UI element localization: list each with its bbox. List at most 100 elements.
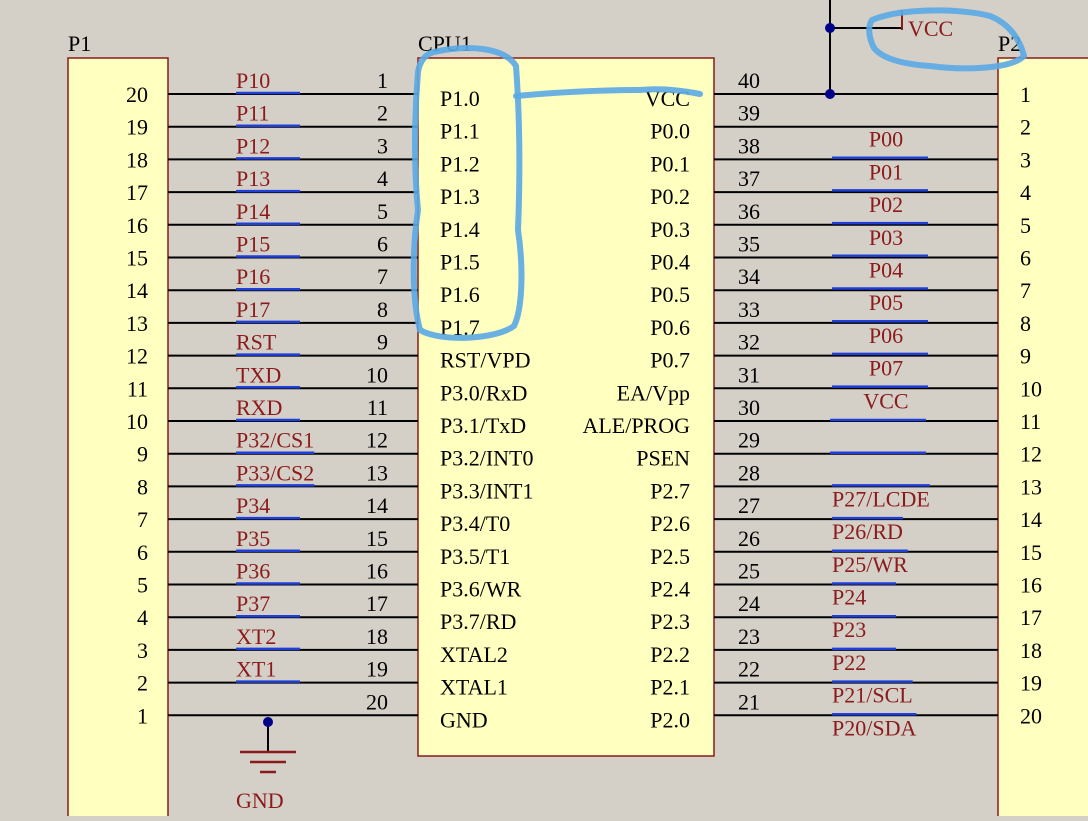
net-label[interactable]: P10: [236, 68, 270, 93]
net-label[interactable]: P13: [236, 166, 270, 191]
cpu-pin-name: P3.3/INT1: [440, 478, 534, 503]
p2-pin-number: 12: [1020, 442, 1042, 467]
cpu-pin-number: 23: [738, 624, 760, 649]
net-label[interactable]: P14: [236, 199, 270, 224]
gnd-symbol: GND: [236, 717, 296, 813]
net-label[interactable]: RST: [236, 330, 277, 355]
net-label[interactable]: P06: [869, 323, 903, 348]
cpu-pin-name: P1.6: [440, 282, 480, 307]
cpu-pin-name: P1.5: [440, 250, 480, 275]
cpu-pin-name: P1.3: [440, 184, 480, 209]
p1-pin-number: 2: [137, 671, 148, 696]
cpu-pin-number: 14: [366, 493, 388, 518]
p2-pin-number: 18: [1020, 638, 1042, 663]
net-label[interactable]: P36: [236, 559, 270, 584]
cpu-pin-name: P0.5: [650, 282, 690, 307]
cpu-pin-name: P2.0: [650, 707, 690, 732]
cpu-pin-name: P3.7/RD: [440, 609, 516, 634]
net-label[interactable]: P01: [869, 159, 903, 184]
p2-pin-number: 14: [1020, 507, 1042, 532]
net-label[interactable]: TXD: [236, 362, 281, 387]
net-label[interactable]: P21/SCL: [832, 683, 913, 708]
p2-pin-number: 13: [1020, 474, 1042, 499]
net-label[interactable]: P03: [869, 225, 903, 250]
cpu-pin-number: 34: [738, 264, 760, 289]
p1-pin-number: 11: [127, 376, 148, 401]
p2-pin-number: 15: [1020, 540, 1042, 565]
cpu-pin-number: 24: [738, 591, 760, 616]
net-label[interactable]: P16: [236, 264, 270, 289]
p2-pin-number: 3: [1020, 147, 1031, 172]
cpu-pin-name: P2.7: [650, 478, 690, 503]
net-label[interactable]: P37: [236, 591, 270, 616]
net-label[interactable]: P04: [869, 258, 903, 283]
net-label[interactable]: P02: [869, 192, 903, 217]
cpu-pin-number: 11: [367, 395, 388, 420]
cpu-pin-number: 20: [366, 689, 388, 714]
cpu-pin-number: 5: [377, 199, 388, 224]
wires: [168, 93, 998, 717]
cpu-pin-number: 39: [738, 101, 760, 126]
cpu-pin-number: 18: [366, 624, 388, 649]
net-label[interactable]: P27/LCDE: [832, 486, 930, 511]
cpu-pin-name: P1.2: [440, 151, 480, 176]
cpu-pin-number: 33: [738, 297, 760, 322]
net-label[interactable]: P23: [832, 617, 866, 642]
p1-pin-number: 1: [137, 703, 148, 728]
p2-pin-number: 2: [1020, 115, 1031, 140]
vcc-wiring: VCC: [714, 0, 953, 99]
net-label[interactable]: P07: [869, 356, 903, 381]
net-label[interactable]: P32/CS1: [236, 428, 314, 453]
net-label[interactable]: P12: [236, 133, 270, 158]
cpu-pin-number: 22: [738, 657, 760, 682]
cpu-pin-name: P2.5: [650, 544, 690, 569]
net-label[interactable]: P33/CS2: [236, 460, 314, 485]
p1-pin-number: 4: [137, 605, 148, 630]
p2-pin-number: 20: [1020, 703, 1042, 728]
p1-pin-number: 3: [137, 638, 148, 663]
net-label[interactable]: XT2: [236, 624, 276, 649]
net-label[interactable]: P34: [236, 493, 270, 518]
net-label[interactable]: RXD: [236, 395, 282, 420]
net-label[interactable]: P26/RD: [832, 519, 903, 544]
p1-pin-number: 9: [137, 442, 148, 467]
cpu-pin-name: P3.0/RxD: [440, 380, 527, 405]
net-label[interactable]: VCC: [863, 388, 908, 413]
cpu-body[interactable]: [417, 57, 715, 757]
cpu-pin-name: P2.6: [650, 511, 690, 536]
net-label[interactable]: P00: [869, 127, 903, 152]
p2-connector-body[interactable]: [997, 57, 1088, 819]
net-label[interactable]: P17: [236, 297, 270, 322]
net-label[interactable]: P35: [236, 526, 270, 551]
net-label[interactable]: P24: [832, 585, 866, 610]
p1-designator: P1: [68, 31, 91, 56]
net-label[interactable]: P05: [869, 290, 903, 315]
p2-pin-number: 8: [1020, 311, 1031, 336]
cpu-pin-name: P0.6: [650, 315, 690, 340]
cpu-pin-name: P1.1: [440, 119, 480, 144]
cpu-pin-number: 37: [738, 166, 760, 191]
cpu-pin-number: 27: [738, 493, 760, 518]
net-label[interactable]: P15: [236, 232, 270, 257]
cpu-pin-number: 7: [377, 264, 388, 289]
p2-pin-number: 16: [1020, 573, 1042, 598]
p2-pin-number: 19: [1020, 671, 1042, 696]
p1-pin-number: 17: [126, 180, 148, 205]
net-label[interactable]: XT1: [236, 657, 276, 682]
p2-pin-number: 9: [1020, 344, 1031, 369]
p1-connector-body[interactable]: [67, 57, 169, 819]
net-label[interactable]: P25/WR: [832, 552, 908, 577]
cpu-pin-name: EA/Vpp: [617, 380, 690, 405]
net-label[interactable]: P22: [832, 650, 866, 675]
p2-pin-number: 17: [1020, 605, 1042, 630]
net-label[interactable]: P11: [236, 101, 269, 126]
vcc-wire[interactable]: [714, 27, 902, 95]
net-label[interactable]: P20/SDA: [832, 715, 916, 740]
p2-pin-number: 5: [1020, 213, 1031, 238]
p1-pin-number: 20: [126, 82, 148, 107]
cpu-pin-name: P0.0: [650, 119, 690, 144]
cpu-pin-number: 26: [738, 526, 760, 551]
